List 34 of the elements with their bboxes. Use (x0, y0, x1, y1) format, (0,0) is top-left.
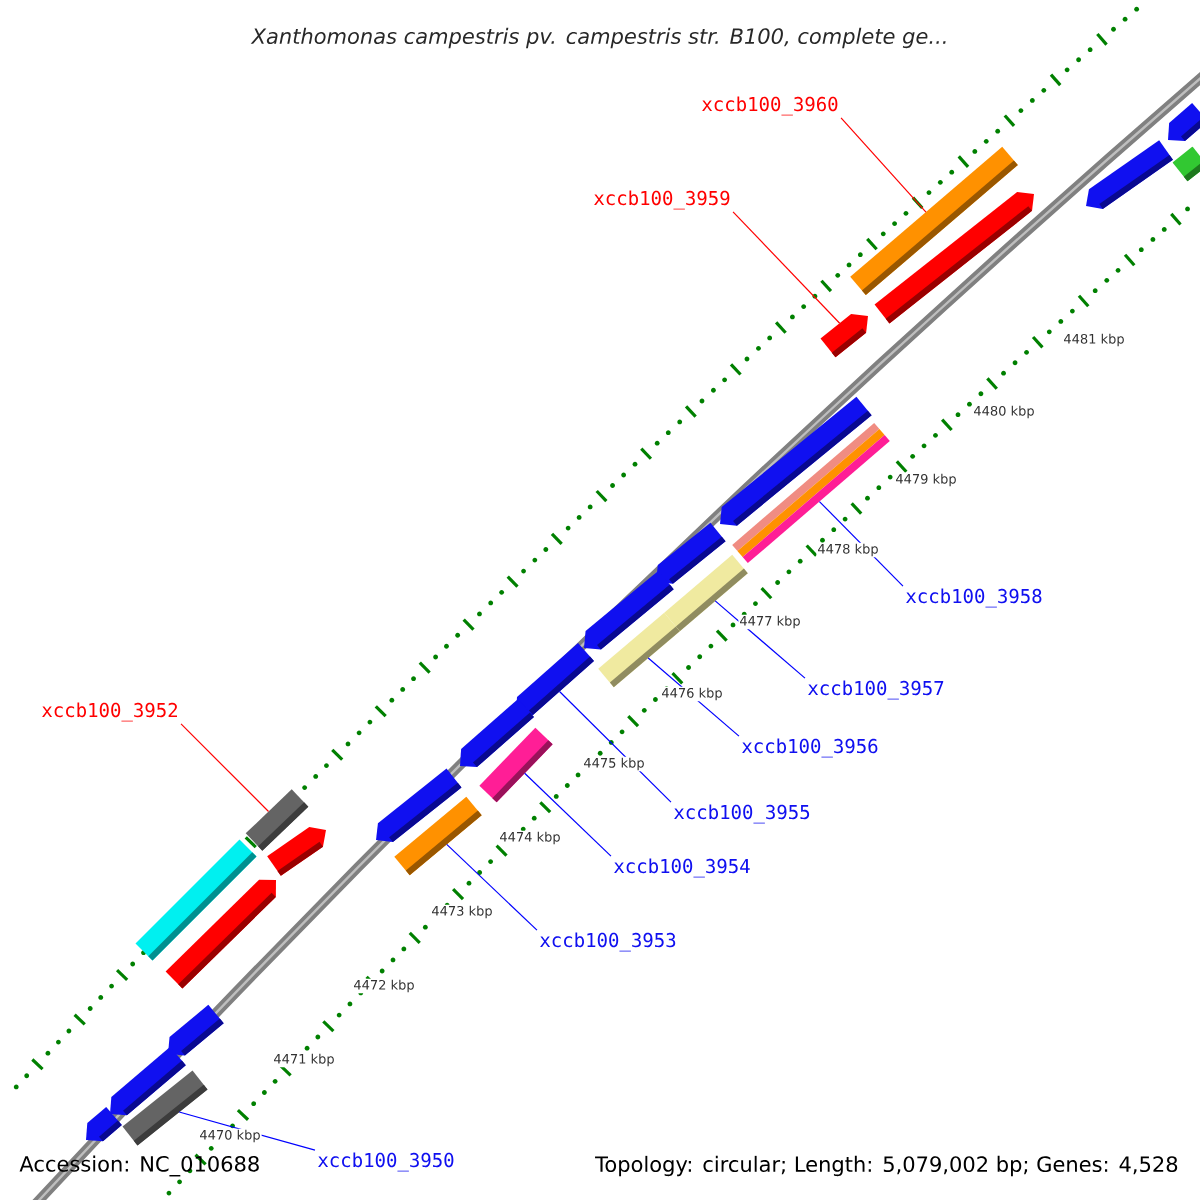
gene-bar (479, 727, 553, 803)
leader-line (558, 690, 672, 803)
leader-line (732, 211, 841, 324)
title: Xanthomonas campestris pv. campestris str. B100, complete ge... (250, 27, 946, 49)
gene-bar (86, 1106, 122, 1142)
gene-bar (165, 879, 276, 989)
gene-bar (820, 314, 868, 358)
gene-label: xccb100_3952 (39, 700, 181, 724)
gene-bar (516, 643, 594, 715)
gene-label: xccb100_3955 (671, 802, 813, 826)
gene-bar (1172, 146, 1200, 182)
leader-line (446, 843, 538, 931)
gene-label: xccb100_3950 (315, 1150, 457, 1174)
gene-bar (874, 192, 1034, 324)
leader-line (840, 117, 927, 213)
gene-label: xccb100_3959 (591, 188, 733, 212)
gene-label: xccb100_3953 (537, 930, 679, 954)
gene-bar (732, 422, 890, 564)
gene-bar (1086, 140, 1173, 209)
gene-bar (394, 796, 482, 876)
gene-label: xccb100_3957 (805, 678, 947, 702)
gene-label: xccb100_3958 (903, 586, 1045, 610)
gene-label: xccb100_3956 (739, 736, 881, 760)
leader-line (524, 772, 612, 857)
gene-bar (1168, 102, 1200, 142)
leader-line (714, 600, 806, 679)
footer-text: Topology: circular; Length: 5,079,002 bp; Genes: 4,528 (595, 1155, 1178, 1177)
footer-text: Accession: NC_010688 (19, 1155, 259, 1177)
gene-bar (168, 1004, 224, 1056)
gene-label: xccb100_3954 (611, 856, 753, 880)
gene-bar (267, 826, 326, 876)
leader-line (180, 723, 270, 813)
gene-bar (598, 612, 680, 688)
gene-label: xccb100_3960 (699, 94, 841, 118)
